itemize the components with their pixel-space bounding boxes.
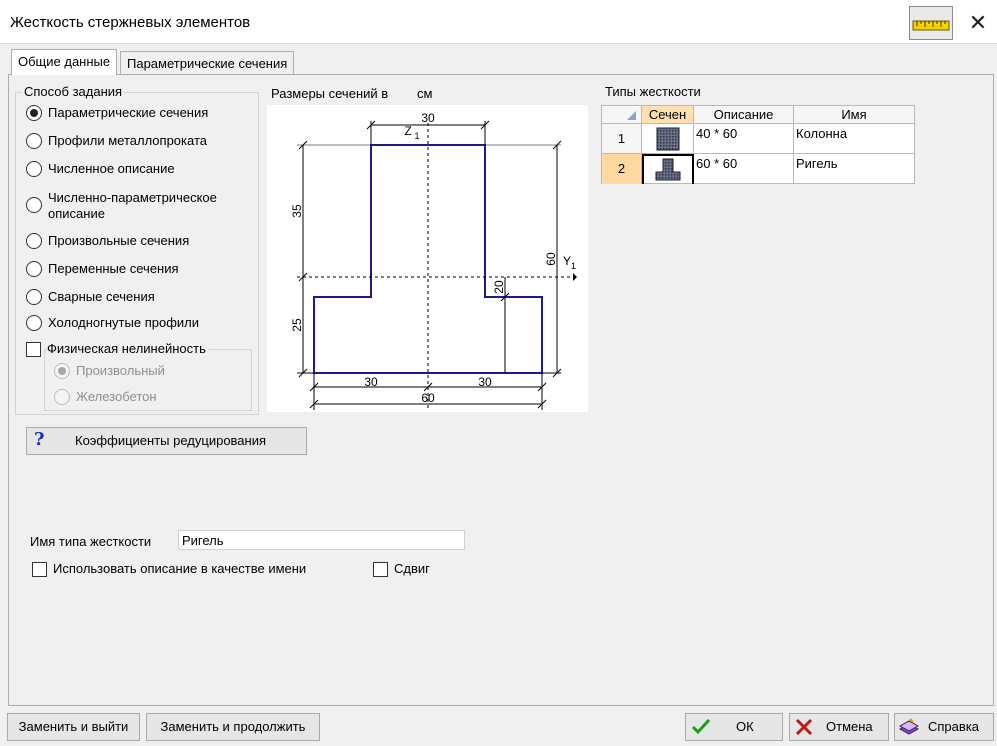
radio-indicator (26, 289, 42, 305)
grid-corner[interactable] (602, 106, 642, 124)
replace-and-continue-button[interactable]: Заменить и продолжить (146, 713, 320, 741)
tick-flange (500, 292, 510, 302)
tick-bottom-a (309, 382, 319, 392)
shear-checkbox[interactable] (373, 562, 388, 577)
radio-label: Профили металлопроката (48, 133, 207, 148)
y-axis-label: Y (563, 254, 571, 268)
tick-top-right (480, 120, 490, 130)
method-group (15, 92, 259, 415)
use-description-checkbox[interactable] (32, 562, 47, 577)
type-name-label: Имя типа жесткости (30, 534, 152, 549)
y-axis-subscript: 1 (571, 261, 576, 271)
tick-left-top (298, 140, 308, 150)
tick-right-bottom (552, 368, 562, 378)
dim-top: 30 (421, 111, 435, 125)
radio-label: Произвольные сечения (48, 233, 190, 248)
z-axis-label: Z (404, 124, 411, 138)
tab-general[interactable]: Общие данные (11, 49, 118, 75)
radio-label-line1: Численно-параметрическое (48, 190, 217, 205)
dim-bottom-total: 60 (421, 391, 435, 405)
radio-indicator (26, 233, 42, 249)
radio-label: Сварные сечения (48, 289, 155, 304)
table-row-name[interactable]: Колонна (794, 124, 914, 154)
tick-bottom-c (537, 382, 547, 392)
radio-indicator (26, 261, 42, 277)
tee-section-icon (655, 158, 681, 181)
radio-label: Произвольный (76, 363, 165, 378)
radio-indicator (26, 161, 42, 177)
question-icon: ? (34, 429, 45, 450)
dim-right-total: 60 (544, 252, 558, 266)
column-header-description[interactable]: Описание (694, 106, 794, 124)
radio-label: Железобетон (76, 389, 157, 404)
radio-label: Численное описание (48, 161, 175, 176)
help-label: Справка (928, 719, 979, 734)
row-number[interactable]: 1 (602, 124, 642, 154)
cross-icon (795, 718, 813, 736)
radio-indicator (26, 105, 42, 121)
ok-label: ОК (736, 719, 754, 734)
replace-and-exit-button[interactable]: Заменить и выйти (7, 713, 140, 741)
drawing-unit: см (417, 86, 433, 101)
radio-label: Холодногнутые профили (48, 315, 200, 330)
tick-bottom-b (423, 382, 433, 392)
drawing-caption: Размеры сечений в (271, 86, 389, 101)
title-bar: Жесткость стержневых элементов ✕ (0, 0, 997, 44)
close-button[interactable]: ✕ (968, 10, 988, 35)
tick-left-bottom (298, 368, 308, 378)
tick-top-left (366, 120, 376, 130)
dim-left-upper: 35 (290, 204, 304, 218)
section-drawing-svg: 30 Z 1 35 25 60 Y 1 20 30 30 60 (290, 111, 577, 410)
tab-parametric-sections[interactable]: Параметрические сечения (120, 51, 295, 74)
table-row-section-cell[interactable] (642, 124, 694, 154)
column-header-name[interactable]: Имя (794, 106, 914, 124)
tick-left-mid (298, 272, 308, 282)
tick-bottom-e (537, 399, 547, 409)
radio-label: Переменные сечения (48, 261, 179, 276)
nonlinearity-checkbox[interactable] (26, 342, 41, 357)
z-axis-subscript: 1 (414, 131, 419, 141)
radio-indicator (26, 315, 42, 331)
radio-label-line2: описание (48, 206, 105, 221)
table-row-section-cell[interactable] (642, 154, 694, 184)
radio-indicator (26, 197, 42, 213)
stiffness-types-title: Типы жесткости (605, 84, 701, 99)
help-button[interactable]: Справка (894, 713, 994, 741)
shear-label: Сдвиг (394, 561, 430, 576)
reduction-coefficients-button[interactable]: ? Коэффициенты редуцирования (26, 427, 307, 455)
column-header-section[interactable]: Сечен (642, 106, 694, 124)
radio-label: Параметрические сечения (48, 105, 209, 120)
ok-button[interactable]: ОК (685, 713, 783, 741)
help-book-icon (898, 718, 920, 735)
nonlinearity-label: Физическая нелинейность (47, 341, 209, 356)
row-number[interactable]: 2 (602, 154, 642, 184)
checkmark-icon (691, 718, 711, 735)
radio-indicator (54, 363, 70, 379)
sort-corner-icon (627, 111, 636, 120)
method-group-legend: Способ задания (22, 84, 125, 99)
dim-left-lower: 25 (290, 318, 304, 332)
tick-bottom-d (309, 399, 319, 409)
tick-right-top (552, 140, 562, 150)
table-row-description[interactable]: 60 * 60 (694, 154, 794, 184)
window-title: Жесткость стержневых элементов (10, 14, 251, 31)
stiffness-types-grid[interactable]: Сечен Описание Имя 1 40 * 60 Колонна 2 (601, 105, 915, 184)
table-row-description[interactable]: 40 * 60 (694, 124, 794, 154)
dim-bottom-left: 30 (364, 375, 378, 389)
ruler-button[interactable] (909, 6, 953, 40)
cancel-button[interactable]: Отмена (789, 713, 889, 741)
ruler-icon (912, 20, 950, 31)
type-name-input[interactable]: Ригель (178, 530, 465, 550)
section-drawing: 30 Z 1 35 25 60 Y 1 20 30 30 60 (267, 105, 588, 412)
rectangle-section-icon (656, 127, 680, 151)
radio-indicator (26, 133, 42, 149)
dim-flange: 20 (492, 280, 506, 294)
dim-bottom-right: 30 (478, 375, 492, 389)
radio-indicator (54, 389, 70, 405)
y-axis-arrow (573, 273, 577, 281)
table-row-name[interactable]: Ригель (796, 156, 838, 171)
cancel-label: Отмена (826, 719, 873, 734)
use-description-label: Использовать описание в качестве имени (53, 561, 307, 576)
reduction-coefficients-label: Коэффициенты редуцирования (75, 433, 267, 448)
